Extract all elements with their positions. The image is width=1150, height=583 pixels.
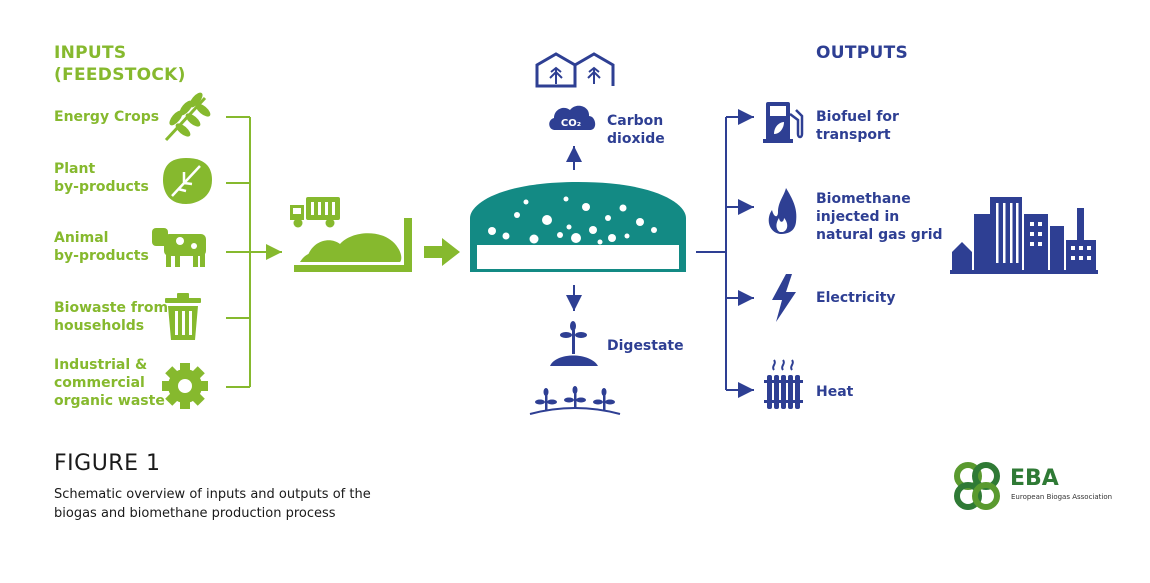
input-label-energy-crops: Energy Crops	[54, 108, 159, 126]
co2-badge-text: CO₂	[561, 118, 581, 129]
input-label-industrial-waste: Industrial & commercial organic waste	[54, 356, 165, 410]
eba-logo-name: EBA	[1010, 466, 1059, 491]
input-label-line: Biowaste from	[54, 300, 169, 316]
input-label-line: Animal	[54, 230, 109, 246]
inputs-header-line2: (FEEDSTOCK)	[54, 65, 186, 85]
input-label-line: by-products	[54, 248, 149, 264]
carbon-dioxide-line: dioxide	[607, 131, 665, 147]
input-label-line: households	[54, 318, 145, 334]
output-label-electricity: Electricity	[816, 289, 895, 307]
carbon-dioxide-label: Carbon dioxide	[607, 112, 665, 148]
figure-caption-line: biogas and biomethane production process	[54, 506, 336, 521]
greenhouse-icon	[535, 52, 615, 88]
eba-logo-subtitle: European Biogas Association	[1011, 493, 1113, 501]
cow-icon	[152, 228, 206, 267]
input-label-line: Industrial &	[54, 357, 148, 373]
sprout-soil-icon	[550, 321, 598, 366]
eba-logo: EBA European Biogas Association	[948, 458, 1112, 518]
output-label-line: transport	[816, 127, 891, 143]
input-label-plant-by-products: Plant by-products	[54, 160, 149, 196]
output-label-line: injected in	[816, 209, 900, 225]
input-label-line: by-products	[54, 179, 149, 195]
input-connector-lines	[226, 116, 282, 388]
output-label-biofuel: Biofuel for transport	[816, 108, 899, 144]
trash-bin-icon	[165, 293, 201, 340]
figure-caption-line: Schematic overview of inputs and outputs…	[54, 487, 371, 502]
output-connector-lines	[696, 109, 754, 398]
feed-arrow-icon	[424, 238, 460, 266]
digestate-label: Digestate	[607, 337, 684, 355]
output-label-biomethane: Biomethane injected in natural gas grid	[816, 190, 943, 244]
input-label-biowaste: Biowaste from households	[54, 299, 168, 335]
seedlings-row-icon	[529, 386, 621, 415]
lightning-icon	[772, 274, 796, 322]
output-label-line: Electricity	[816, 290, 896, 306]
city-skyline-icon	[950, 197, 1098, 274]
carbon-dioxide-line: Carbon	[607, 113, 664, 129]
fuel-pump-icon	[763, 102, 804, 143]
outputs-header: OUTPUTS	[816, 43, 909, 63]
gear-icon	[162, 363, 208, 409]
input-label-line: commercial	[54, 375, 145, 391]
inputs-header-line1: INPUTS	[54, 43, 127, 63]
leaf-icon	[163, 158, 212, 204]
digestate-line: Digestate	[607, 338, 684, 354]
digester-tank-icon	[470, 182, 686, 272]
figure-title: FIGURE 1	[54, 451, 161, 476]
co2-cloud-icon	[549, 105, 596, 130]
output-label-line: natural gas grid	[816, 227, 943, 243]
flame-icon	[768, 188, 797, 234]
output-label-line: Biomethane	[816, 191, 911, 207]
wheat-icon	[164, 92, 211, 142]
output-label-heat: Heat	[816, 383, 853, 401]
output-label-line: Biofuel for	[816, 109, 899, 125]
truck-icon	[290, 197, 340, 228]
output-label-line: Heat	[816, 384, 854, 400]
radiator-icon	[764, 359, 803, 409]
eba-logo-mark-icon	[954, 462, 1000, 510]
input-label-line: Plant	[54, 161, 96, 177]
input-label-line: Energy Crops	[54, 109, 160, 125]
inputs-header: INPUTS (FEEDSTOCK)	[54, 42, 186, 86]
input-label-line: organic waste	[54, 393, 165, 409]
feedstock-pile-icon	[294, 218, 412, 272]
figure-caption: Schematic overview of inputs and outputs…	[54, 485, 371, 523]
input-label-animal-by-products: Animal by-products	[54, 229, 149, 265]
